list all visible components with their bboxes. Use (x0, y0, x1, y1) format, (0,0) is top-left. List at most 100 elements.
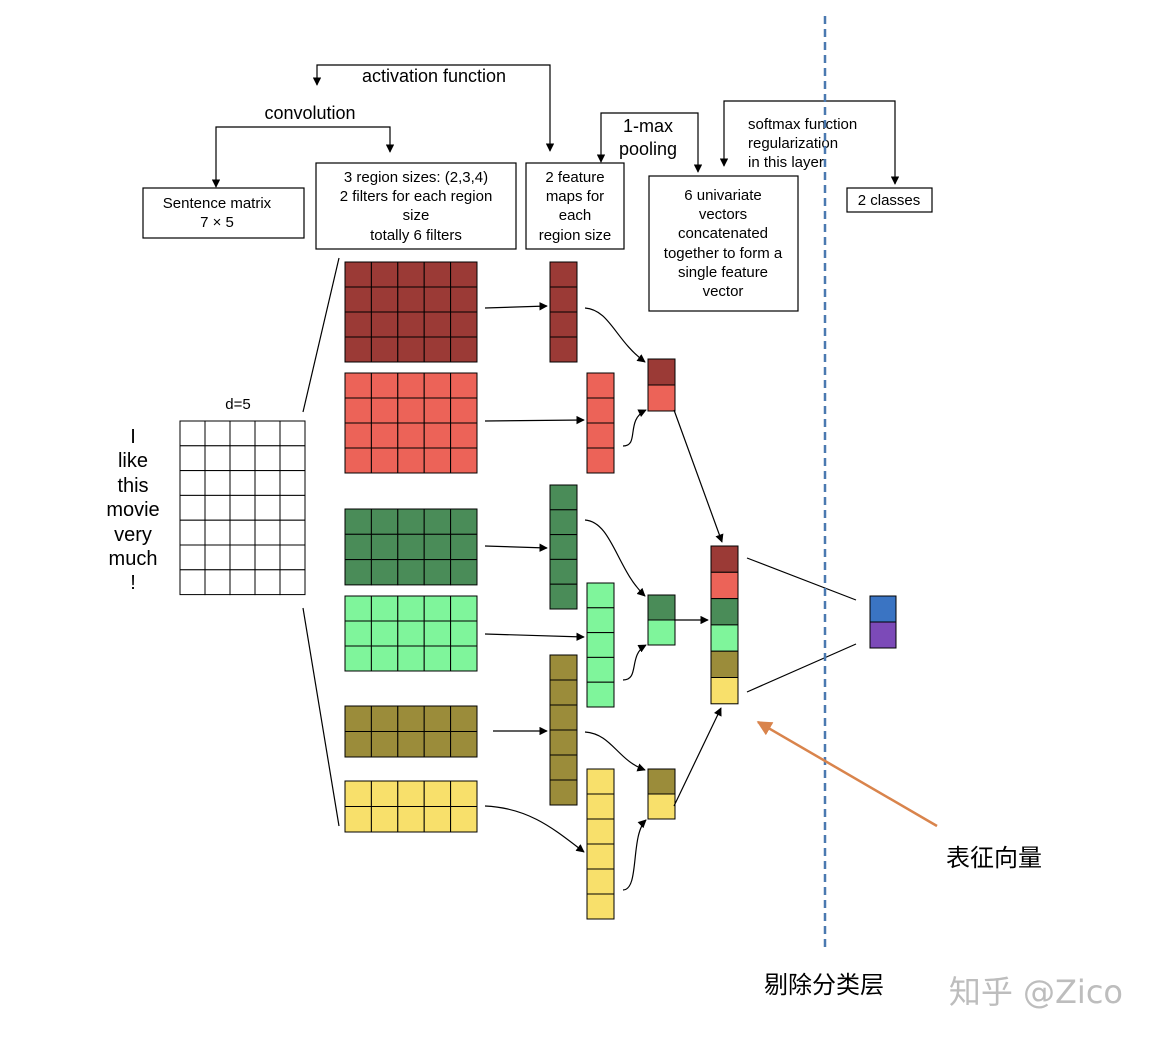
concatenated-vector-cell (710, 650, 739, 679)
activation-connector (312, 64, 555, 152)
filter-region3-b-cell (370, 595, 399, 622)
filter-region4-a (344, 261, 478, 363)
filter-region4-b-cell (450, 372, 478, 399)
dimension-label: d=5 (225, 396, 250, 413)
filter-region2-b-cell (397, 780, 425, 807)
filter-region4-a-cell (450, 286, 478, 313)
feature-map-5-cell (549, 729, 578, 756)
feature-map-4 (586, 582, 615, 708)
filter-region3-a-cell (450, 533, 478, 561)
representation-vector-arrow (756, 720, 938, 828)
filter-region4-a-cell (370, 286, 399, 313)
filter-region4-a-cell (344, 311, 372, 338)
line-concat-to-output-bottom (746, 643, 857, 693)
sentence-matrix-cell (279, 470, 306, 496)
filter-region4-a-cell (370, 261, 399, 288)
feature-map-4-cell (586, 607, 615, 634)
feature-map-1-cell (549, 311, 578, 338)
arrow-map3-to-pool2 (584, 519, 646, 597)
filter-region4-a-cell (423, 336, 452, 363)
filter-region3-a-cell (450, 508, 478, 535)
output-vector-cell (869, 595, 897, 623)
region-sizes-line-1: 3 region sizes: (2,3,4) (344, 169, 488, 186)
filter-region4-a-cell (450, 311, 478, 338)
sentence-matrix-cell (179, 569, 206, 596)
filter-region4-a-cell (344, 261, 372, 288)
filter-region4-b-cell (344, 447, 372, 474)
univariate-line-6: vector (703, 283, 744, 300)
filter-region4-b-cell (397, 397, 425, 424)
arrow-filter6-to-map6 (484, 805, 585, 853)
feature-map-6-cell (586, 893, 615, 920)
filter-region4-a-cell (397, 311, 425, 338)
sentence-matrix-cell (229, 494, 256, 521)
arrow-map4-to-pool2 (622, 644, 647, 681)
sentence-matrix-cell (254, 569, 281, 596)
feature-map-3-cell (549, 583, 578, 610)
matrix-grids (179, 261, 897, 920)
softmax-line-3: in this layer (748, 154, 824, 171)
filter-region2-a-cell (344, 705, 372, 732)
filter-region2-a-cell (397, 731, 425, 758)
sentence-matrix-cell (179, 420, 206, 447)
sentence-word-4: movie (106, 499, 159, 521)
concatenated-vector-cell (710, 677, 739, 705)
feature-map-3-cell (549, 534, 578, 560)
sentence-matrix-cell (229, 470, 256, 496)
sentence-matrix-cell (254, 494, 281, 521)
filter-region4-a-cell (397, 336, 425, 363)
filter-region4-b-cell (370, 422, 399, 449)
filter-region4-b-cell (370, 397, 399, 424)
feature-map-5-cell (549, 654, 578, 681)
feature-map-3-cell (549, 484, 578, 511)
sentence-matrix-cell (254, 470, 281, 496)
sentence-matrix-cell (279, 494, 306, 521)
filter-region4-b-cell (344, 422, 372, 449)
arrow-filter3-to-map3 (484, 543, 548, 552)
classes-label: 2 classes (858, 192, 921, 209)
filter-region3-a-cell (397, 508, 425, 535)
feature-map-4-cell (586, 656, 615, 683)
representation-vector-label: 表征向量 (946, 844, 1042, 872)
sentence-matrix-cell (229, 420, 256, 447)
filter-region2-b (344, 780, 478, 833)
region-sizes-line-4: totally 6 filters (370, 227, 462, 244)
feature-map-4-cell (586, 582, 615, 609)
filter-region3-a-cell (423, 533, 452, 561)
univariate-line-3: concatenated (678, 225, 768, 242)
filter-region2-a-cell (344, 731, 372, 758)
sentence-matrix-cell (254, 420, 281, 447)
filter-region3-b-cell (344, 645, 372, 672)
feature-map-5-cell (549, 704, 578, 731)
feature-map-5-cell (549, 679, 578, 706)
filter-region3-a (344, 508, 478, 586)
sentence-matrix-cell (229, 569, 256, 596)
feature-map-6-cell (586, 868, 615, 895)
sentence-matrix-cell (204, 544, 231, 571)
feature-map-3-cell (549, 509, 578, 536)
filter-region2-b-cell (450, 806, 478, 833)
concatenated-vector-cell (710, 598, 739, 626)
pooled-vector-3-cell (647, 793, 676, 820)
filter-region2-b-cell (450, 780, 478, 807)
filter-region3-b-cell (450, 620, 478, 647)
univariate-box (648, 175, 799, 312)
filter-region3-a-cell (423, 559, 452, 586)
sentence-word-5: very (114, 524, 152, 546)
pooled-vector-1-cell (647, 384, 676, 412)
feature-map-4-cell (586, 632, 615, 658)
convolution-label: convolution (264, 103, 355, 123)
filter-region4-b-cell (370, 447, 399, 474)
sentence-matrix-cell (254, 544, 281, 571)
softmax-line-1: softmax function (748, 116, 857, 133)
softmax-connector (719, 100, 900, 185)
filter-region3-a-cell (370, 508, 399, 535)
fan-line-top (302, 257, 340, 413)
sentence-matrix-cell (279, 420, 306, 447)
region-sizes-line-3: size (403, 207, 430, 224)
feature-map-6-cell (586, 793, 615, 820)
feature-map-5-cell (549, 779, 578, 806)
filter-region3-a-cell (344, 508, 372, 535)
